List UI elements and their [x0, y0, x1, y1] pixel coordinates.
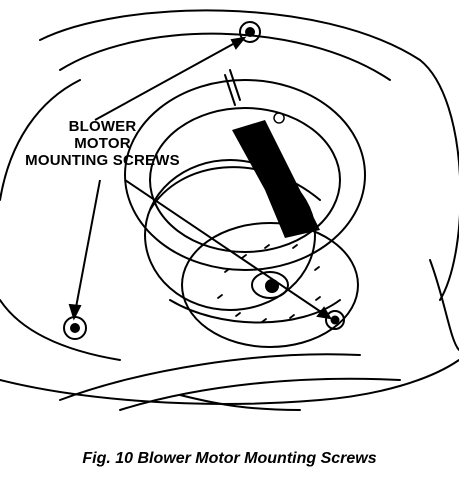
housing-right-edge [429, 259, 459, 351]
housing-lower-left [0, 299, 121, 361]
housing-outline [39, 9, 459, 301]
callout-line-2: MOTOR [74, 135, 131, 152]
figure-caption: Fig. 10 Blower Motor Mounting Screws [82, 450, 377, 467]
blower-wheel-rim [124, 79, 366, 271]
housing-inner-arc [59, 32, 391, 81]
blower-motor-mounting-screws-label: BLOWER MOTOR MOUNTING SCREWS [0, 118, 205, 169]
copyright-mark [273, 112, 285, 124]
vent-holes [217, 244, 321, 323]
mount-bracket [224, 69, 241, 106]
screw-top [239, 21, 261, 43]
housing-left-curve [0, 79, 81, 201]
screw-left [63, 316, 87, 340]
motor-shaft-hub [251, 271, 289, 299]
lower-frame-2 [119, 377, 401, 411]
motor-end-cap [181, 222, 359, 348]
motor-body-back [144, 159, 316, 311]
callout-line-3: MOUNTING SCREWS [25, 152, 180, 169]
callout-line-1: BLOWER [68, 118, 137, 135]
screw-right [325, 310, 345, 330]
lower-frame-1 [59, 353, 361, 401]
blower-wheel-inner [149, 107, 341, 253]
housing-bottom [0, 359, 459, 405]
wheel-shading [232, 120, 320, 238]
leader-lines [68, 36, 332, 321]
lower-frame-3 [179, 394, 301, 411]
